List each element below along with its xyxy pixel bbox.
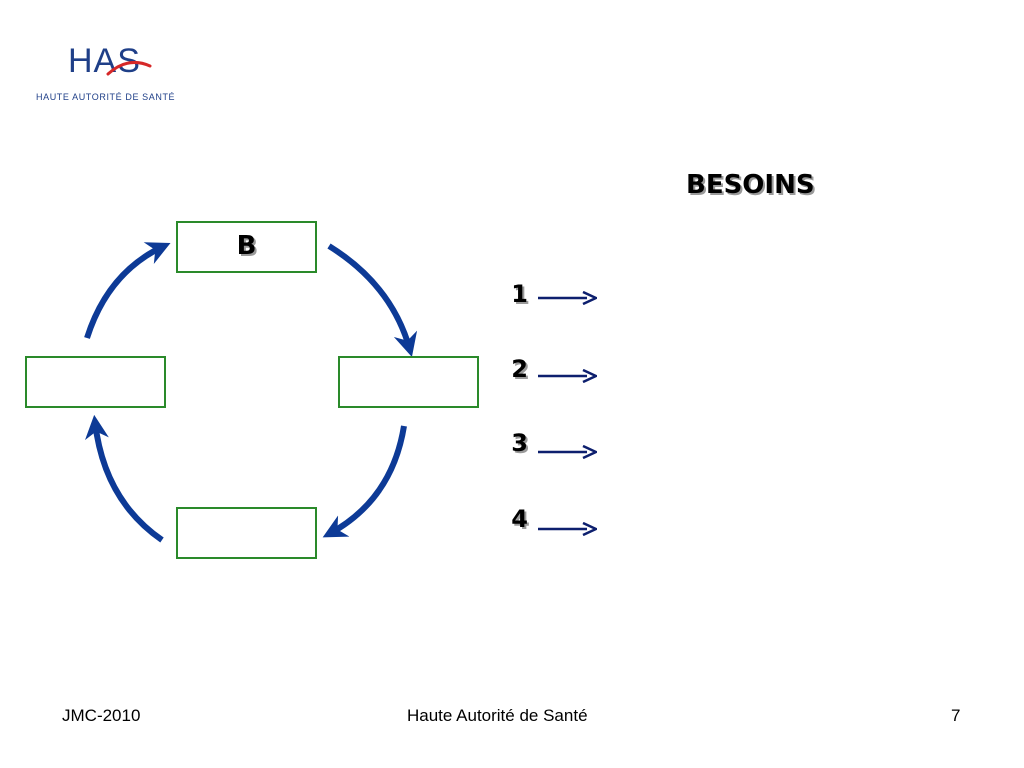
need-item-2-arrow-icon (538, 369, 597, 383)
need-item-3-number: 3 (511, 429, 528, 457)
cycle-box-top-label: B (236, 231, 257, 261)
logo-wordmark: HAS (68, 42, 141, 80)
need-item-1-arrow-icon (538, 291, 597, 305)
need-item-1-number: 1 (511, 280, 528, 308)
cycle-box-top: B (176, 221, 317, 273)
need-item-4-number: 4 (511, 505, 528, 533)
need-item-4-arrow-icon (538, 522, 597, 536)
logo-swoosh-icon (106, 60, 152, 76)
cycle-box-bottom (176, 507, 317, 559)
cycle-arrow-top-to-right (327, 243, 418, 357)
footer-author-year: JMC-2010 (62, 706, 141, 725)
footer-organization: Haute Autorité de Santé (407, 706, 588, 725)
logo-subtitle: HAUTE AUTORITÉ DE SANTÉ (36, 92, 176, 102)
cycle-arrow-bottom-to-left (85, 414, 164, 543)
cycle-arrow-right-to-bottom (322, 425, 407, 538)
footer-page-number: 7 (951, 706, 961, 725)
need-item-3-arrow-icon (538, 445, 597, 459)
cycle-box-left (25, 356, 166, 408)
cycle-box-right (338, 356, 479, 408)
needs-heading: BESOINS (686, 170, 815, 200)
has-logo: HAS HAUTE AUTORITÉ DE SANTÉ (36, 44, 186, 104)
need-item-2-number: 2 (511, 355, 528, 383)
cycle-arrow-left-to-top (84, 242, 171, 339)
